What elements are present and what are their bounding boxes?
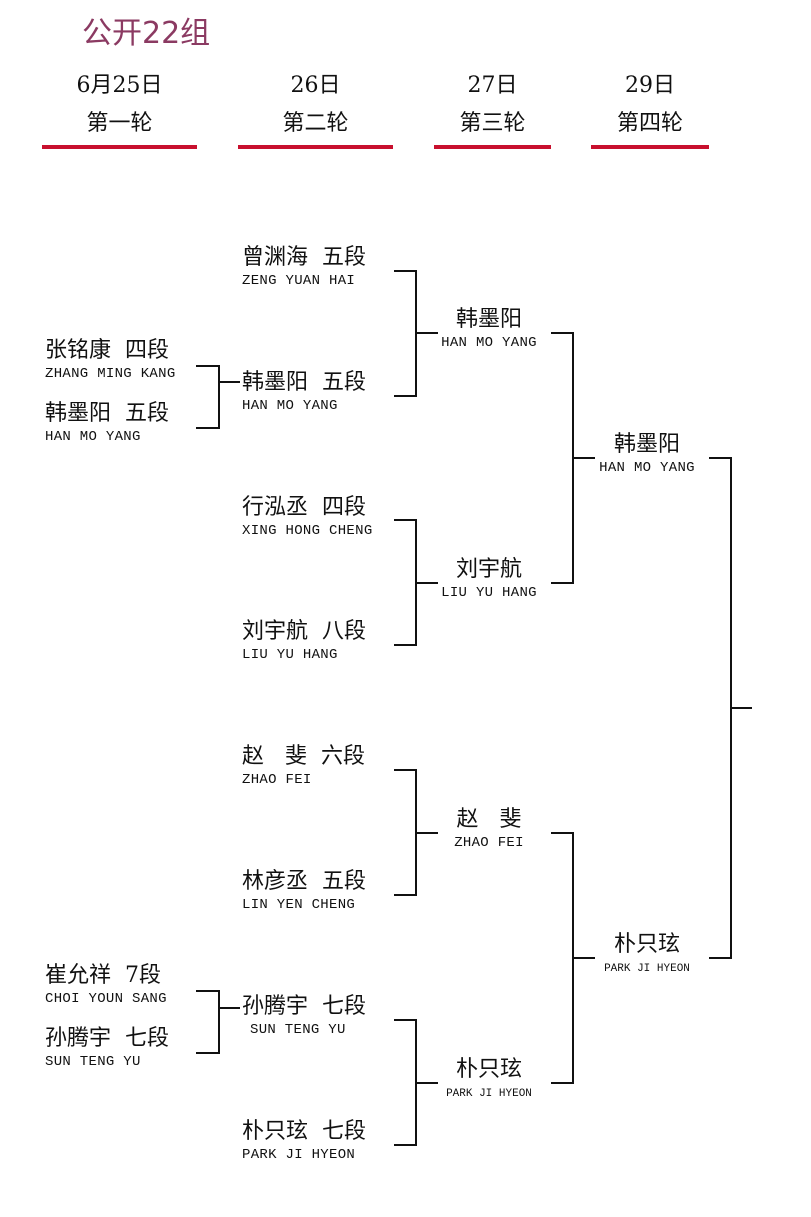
round-header-3: 27日 第三轮 — [434, 72, 551, 149]
r2-player: 赵 斐 六段 ZHAO FEI — [242, 743, 365, 789]
r3-player: 韩墨阳 HAN MO YANG — [434, 306, 544, 352]
r2-player: 林彦丞 五段 LIN YEN CHENG — [242, 868, 366, 914]
player-en-name: HAN MO YANG — [45, 429, 141, 445]
bracket-r2-a — [394, 270, 417, 397]
r1-player: 孙腾宇 七段 SUN TENG YU — [45, 1025, 169, 1071]
r4-player: 韩墨阳 HAN MO YANG — [591, 431, 703, 477]
r1-player: 崔允祥 7段 CHOI YOUN SANG — [45, 962, 167, 1008]
r2-player: 刘宇航 八段 LIU YU HANG — [242, 618, 366, 664]
round-header-4: 29日 第四轮 — [591, 72, 709, 149]
bracket-r2-c — [394, 769, 417, 896]
player-cn-name: 韩墨阳 五段 — [45, 401, 169, 426]
player-en-name: ZHAO FEI — [454, 835, 524, 851]
round-name: 第三轮 — [459, 111, 526, 136]
player-cn-name: 朴只玹 七段 — [242, 1119, 366, 1144]
player-en-name: LIU YU HANG — [441, 585, 537, 601]
player-cn-name: 韩墨阳 — [613, 432, 680, 457]
round-date: 6月25日 — [76, 73, 163, 98]
round-underline — [591, 145, 709, 149]
r1-player: 张铭康 四段 ZHANG MING KANG — [45, 337, 176, 383]
page-title: 公开22组 — [82, 16, 211, 51]
bracket-r4 — [709, 457, 732, 959]
r2-player: 孙腾宇 七段 SUN TENG YU — [242, 993, 366, 1039]
r3-player: 赵 斐 ZHAO FEI — [434, 806, 544, 852]
player-en-name: HAN MO YANG — [242, 398, 338, 414]
bracket-r1-a — [196, 365, 220, 429]
player-cn-name: 韩墨阳 — [455, 307, 522, 332]
round-header-1: 6月25日 第一轮 — [42, 72, 197, 149]
player-cn-name: 行泓丞 四段 — [242, 495, 366, 520]
r3-player: 朴只玹 PARK JI HYEON — [434, 1056, 544, 1101]
player-en-name: LIN YEN CHENG — [242, 897, 356, 913]
player-cn-name: 赵 斐 — [456, 807, 522, 832]
round-name: 第四轮 — [616, 111, 683, 136]
player-en-name: ZHAO FEI — [242, 772, 312, 788]
player-cn-name: 刘宇航 八段 — [242, 619, 366, 644]
player-cn-name: 韩墨阳 五段 — [242, 370, 366, 395]
round-date: 29日 — [625, 73, 675, 98]
player-en-name: PARK JI HYEON — [604, 963, 690, 975]
player-cn-name: 曾渊海 五段 — [242, 245, 366, 270]
r2-player: 曾渊海 五段 ZENG YUAN HAI — [242, 244, 366, 290]
player-cn-name: 崔允祥 7段 — [45, 963, 161, 988]
round-date: 27日 — [467, 73, 518, 98]
round-name: 第二轮 — [282, 111, 349, 136]
r2-player: 行泓丞 四段 XING HONG CHENG — [242, 494, 373, 540]
player-en-name: SUN TENG YU — [45, 1054, 141, 1070]
player-cn-name: 孙腾宇 七段 — [242, 994, 366, 1019]
bracket-r2-b — [394, 519, 417, 646]
player-en-name: PARK JI HYEON — [242, 1147, 356, 1163]
round-date: 26日 — [290, 73, 341, 98]
player-en-name: XING HONG CHENG — [242, 523, 373, 539]
player-en-name: ZENG YUAN HAI — [242, 273, 356, 289]
player-en-name: LIU YU HANG — [242, 647, 338, 663]
player-cn-name: 赵 斐 六段 — [242, 744, 365, 769]
bracket-r3-b — [551, 832, 574, 1084]
round-underline — [238, 145, 393, 149]
r1-player: 韩墨阳 五段 HAN MO YANG — [45, 400, 169, 446]
player-cn-name: 朴只玹 — [613, 932, 680, 957]
player-en-name: HAN MO YANG — [441, 335, 537, 351]
player-cn-name: 孙腾宇 七段 — [45, 1026, 169, 1051]
round-underline — [42, 145, 197, 149]
player-en-name: SUN TENG YU — [250, 1022, 346, 1038]
round-header-2: 26日 第二轮 — [238, 72, 393, 149]
bracket-r2-d — [394, 1019, 417, 1146]
r2-player: 韩墨阳 五段 HAN MO YANG — [242, 369, 366, 415]
player-en-name: CHOI YOUN SANG — [45, 991, 167, 1007]
r2-player: 朴只玹 七段 PARK JI HYEON — [242, 1118, 366, 1164]
round-name: 第一轮 — [86, 111, 153, 136]
r3-player: 刘宇航 LIU YU HANG — [434, 556, 544, 602]
player-cn-name: 林彦丞 五段 — [242, 869, 366, 894]
player-en-name: ZHANG MING KANG — [45, 366, 176, 382]
r4-player: 朴只玹 PARK JI HYEON — [591, 931, 703, 976]
bracket-r1-b — [196, 990, 220, 1054]
player-cn-name: 刘宇航 — [455, 557, 522, 582]
round-underline — [434, 145, 551, 149]
player-en-name: PARK JI HYEON — [446, 1088, 532, 1100]
player-cn-name: 张铭康 四段 — [45, 338, 169, 363]
bracket-r3-a — [551, 332, 574, 584]
player-en-name: HAN MO YANG — [599, 460, 695, 476]
player-cn-name: 朴只玹 — [455, 1057, 522, 1082]
